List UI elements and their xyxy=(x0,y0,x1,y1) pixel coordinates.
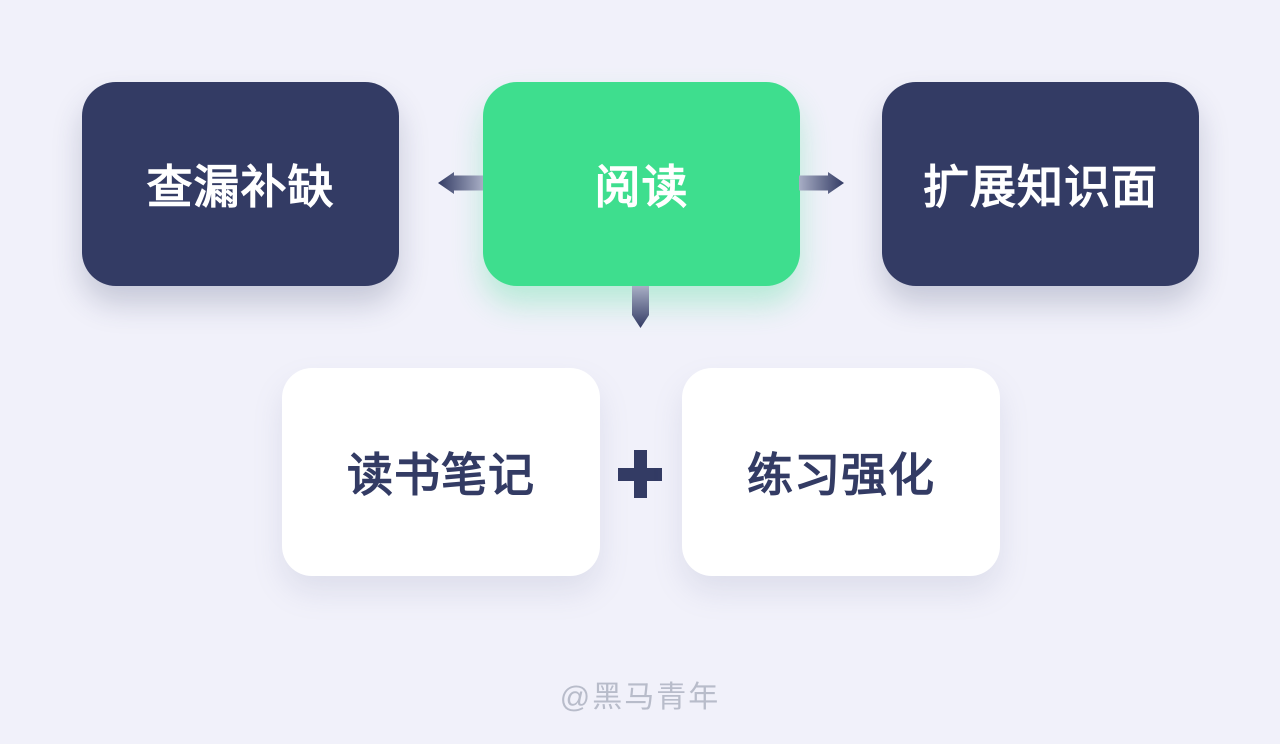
plus-icon xyxy=(618,450,662,498)
node-reading-notes-label: 读书笔记 xyxy=(347,449,535,501)
arrow-left-icon xyxy=(438,172,483,194)
node-expand-knowledge-label: 扩展知识面 xyxy=(923,161,1158,213)
arrow-down-icon xyxy=(632,286,649,328)
node-practice-label: 练习强化 xyxy=(747,449,935,501)
node-fill-gaps: 查漏补缺 xyxy=(82,82,399,286)
node-expand-knowledge: 扩展知识面 xyxy=(882,82,1199,286)
node-reading: 阅读 xyxy=(483,82,800,286)
node-fill-gaps-label: 查漏补缺 xyxy=(146,161,335,213)
watermark: @黑马青年 xyxy=(559,681,721,714)
node-reading-notes: 读书笔记 xyxy=(282,368,600,576)
plus-wrap xyxy=(598,428,682,520)
node-practice: 练习强化 xyxy=(682,368,1000,576)
arrow-right-icon xyxy=(799,172,844,194)
node-reading-label: 阅读 xyxy=(594,161,689,213)
